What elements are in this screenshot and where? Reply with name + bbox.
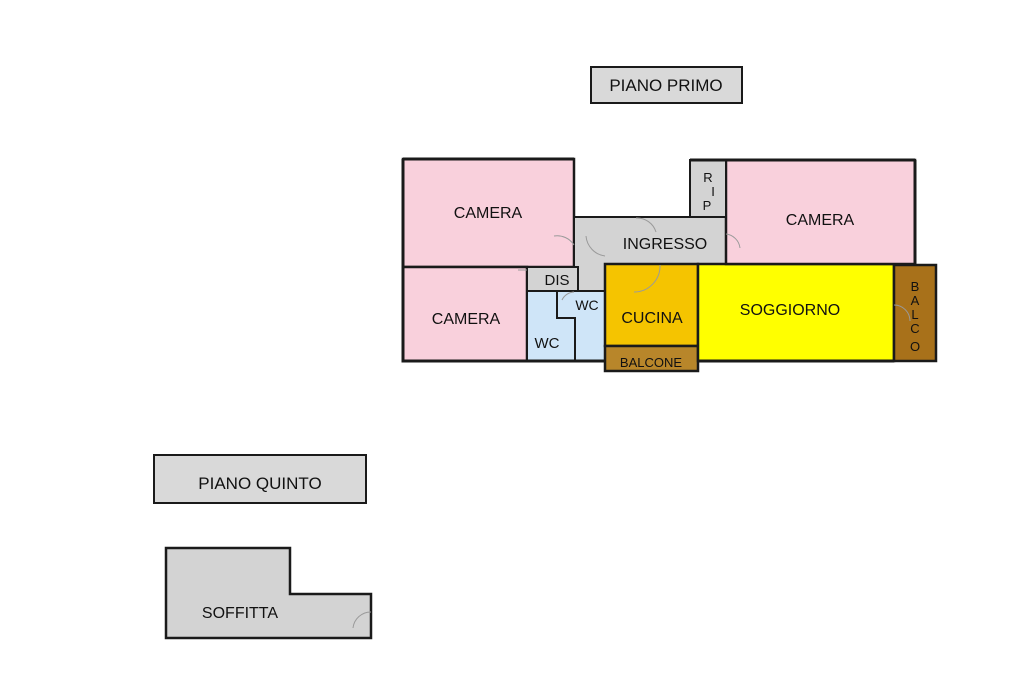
outer-walls	[401, 157, 917, 363]
label-balco-o: O	[910, 339, 920, 354]
door-soffitta	[352, 611, 372, 629]
title-piano-primo: PIANO PRIMO	[590, 66, 743, 104]
room-cucina	[603, 262, 700, 348]
label-balco-b: B	[911, 279, 920, 294]
label-camera-top-left: CAMERA	[454, 205, 523, 222]
label-dis: DIS	[544, 272, 569, 289]
label-soggiorno: SOGGIORNO	[740, 302, 840, 319]
label-rip-i: I	[711, 184, 715, 199]
door-ingresso-top	[635, 217, 657, 233]
label-rip-r: R	[703, 170, 712, 185]
room-soffitta	[164, 546, 373, 640]
label-balco-l: L	[911, 307, 918, 322]
title-piano-primo-text: PIANO PRIMO	[609, 76, 722, 95]
label-balcone: BALCONE	[620, 355, 682, 370]
room-dis	[526, 266, 579, 292]
door-swings	[518, 217, 911, 322]
door-ingresso-left	[585, 235, 606, 257]
door-wc	[561, 291, 575, 301]
door-balcony-side	[893, 304, 911, 322]
label-camera-right: CAMERA	[786, 212, 855, 229]
label-wc-left: WC	[535, 335, 560, 352]
title-piano-primo-box	[590, 66, 743, 104]
label-camera-bottom-left: CAMERA	[432, 311, 501, 328]
door-cucina	[633, 264, 661, 293]
door-camera-top-left	[553, 235, 575, 246]
title-piano-quinto-text: PIANO QUINTO	[198, 474, 321, 493]
label-ingresso: INGRESSO	[623, 236, 707, 253]
label-cucina: CUCINA	[621, 310, 683, 327]
label-rip-p: P	[703, 198, 712, 213]
label-soffitta: SOFFITTA	[202, 605, 278, 622]
label-balco-c: C	[910, 321, 919, 336]
door-camera-right	[725, 233, 741, 249]
label-wc-right: WC	[575, 297, 598, 313]
title-piano-quinto: PIANO QUINTO	[153, 454, 367, 504]
room-balcone	[603, 344, 700, 373]
title-piano-quinto-box	[153, 454, 367, 504]
label-balco-a: A	[911, 293, 920, 308]
